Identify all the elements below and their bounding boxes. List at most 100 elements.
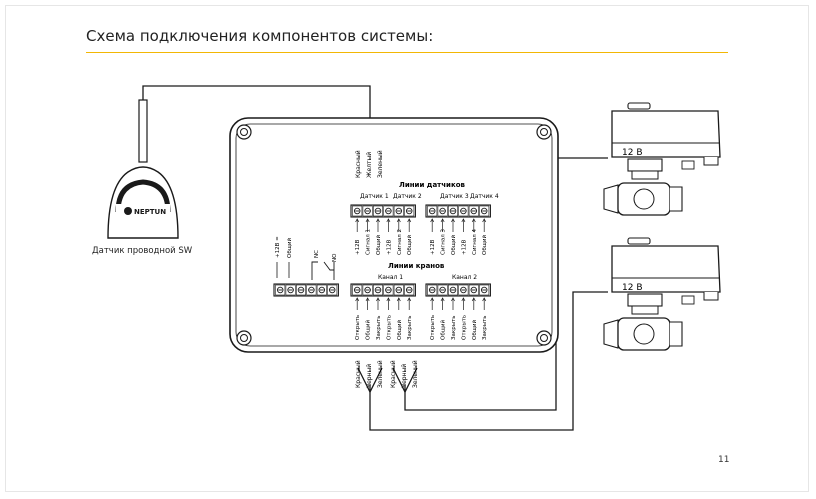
valve-cable-2	[404, 157, 608, 411]
sensor-term-labels-item: +12В	[430, 239, 436, 255]
sensor-wire-yellow: Желтый	[366, 152, 373, 178]
valve-actuator-1: 12 В	[603, 102, 721, 216]
sensor-terminal-screw	[427, 205, 438, 217]
valve-terminal-screw	[427, 284, 438, 296]
sensor-term-labels-item: +12В	[355, 239, 361, 255]
sensor-group-3: Датчик 3	[440, 193, 469, 200]
valve-term-labels-item: Открыть	[355, 315, 361, 340]
valve-fan-2	[392, 367, 418, 394]
valve-terminal-screw	[458, 284, 469, 296]
power-terminal-screw	[306, 284, 317, 296]
power-common: Общий	[286, 238, 293, 258]
valve-wire-labels: Красный Черный Зеленый Красный Черный Зе…	[355, 360, 419, 388]
valve-voltage-label: 12 В	[622, 148, 643, 158]
relay-symbol: NC NO	[311, 250, 338, 280]
sensor-terminal-screw	[404, 205, 415, 217]
valve-wire-4: Красный	[390, 360, 397, 388]
valve-term-labels-item: Открыть	[386, 315, 392, 340]
valve-terminal-screw	[372, 284, 383, 296]
sensor-lines-title: Линии датчиков	[399, 181, 466, 189]
page-title: Схема подключения компонентов системы:	[86, 27, 434, 45]
sensor-terminal-screw	[383, 205, 394, 217]
sensor-term-labels-item: +12В	[386, 239, 392, 255]
power-terminal-screw	[295, 284, 306, 296]
sensor-wire-labels: Красный Желтый Зеленый	[355, 150, 384, 178]
valve-terminal-screw	[393, 284, 404, 296]
sensor-terminal-screw	[372, 205, 383, 217]
sensor-term-labels-item: Сигнал 2	[397, 229, 403, 255]
power-terminal-screw	[285, 284, 296, 296]
valve-fan-1	[357, 367, 383, 394]
sensor-term-labels-item: Общий	[481, 235, 488, 255]
sensor-terminal-screw	[479, 205, 490, 217]
relay-nc: NC	[314, 250, 320, 258]
sensor-terminal-screw	[393, 205, 404, 217]
page-border	[5, 5, 809, 492]
sensor-term-labels-item: Общий	[375, 235, 382, 255]
sensor-brand: NEPTUN	[134, 208, 166, 216]
sensor-terminal-screw	[362, 205, 373, 217]
valve-term-labels-item: Открыть	[430, 315, 436, 340]
valve-terminal-screw	[362, 284, 373, 296]
valve-terminal-labels: Открыть Общий Закрыть Открыть Общий Закрыть От…	[355, 297, 488, 341]
valve-wire-5: Черный	[401, 364, 408, 388]
sensor-terminal-screw	[447, 205, 458, 217]
valve-wire-6: Зеленый	[412, 360, 419, 388]
sensor-wire-red: Красный	[355, 150, 362, 178]
valve-terminal-screw	[352, 284, 363, 296]
valve-actuator-2: 12 В	[603, 237, 721, 351]
sensor-term-labels-item: Сигнал 1	[366, 229, 372, 255]
power-labels: +12В = Общий	[275, 236, 293, 278]
valve-voltage-label: 12 В	[622, 283, 643, 293]
sensor-term-labels-item: Сигнал 3	[441, 228, 447, 255]
relay-no: NO	[332, 253, 338, 262]
mount-screw-br	[536, 330, 552, 346]
valve-wire-2: Черный	[366, 364, 373, 388]
sensor-term-labels-item: Сигнал 4	[472, 228, 478, 255]
valve-term-labels-item: Общий	[365, 320, 372, 340]
sensor-terminal-screw	[468, 205, 479, 217]
valve-term-labels-item: Общий	[440, 320, 447, 340]
valve-term-labels-item: Закрыть	[407, 316, 413, 341]
title-underline	[86, 52, 728, 53]
mount-screw-tl	[236, 124, 252, 140]
sensor-caption: Датчик проводной SW	[92, 246, 193, 256]
sensor-terminal-screw	[352, 205, 363, 217]
sensor-term-labels-item: +12В	[461, 239, 467, 255]
power-terminal-screw	[275, 284, 286, 296]
sensor-group-2: Датчик 2	[393, 193, 422, 200]
valve-group-1: Канал 1	[378, 274, 403, 281]
sensor-group-4: Датчик 4	[470, 193, 499, 200]
valve-terminal-screw	[404, 284, 415, 296]
mount-screw-bl	[236, 330, 252, 346]
valve-wire-3: Зеленый	[377, 360, 384, 388]
valve-terminal-strip-1	[350, 283, 416, 297]
neptun-logo-icon	[124, 207, 132, 215]
sensor-term-labels-item: Общий	[406, 235, 413, 255]
sensor-terminal-strip-1	[350, 204, 416, 218]
valve-terminal-screw	[479, 284, 490, 296]
valve-terminal-screw	[447, 284, 458, 296]
sensor-terminal-screw	[458, 205, 469, 217]
valve-lines-title: Линии кранов	[388, 262, 445, 270]
valve-group-labels: Канал 1 Канал 2	[378, 274, 477, 281]
power-plus-12v: +12В =	[275, 236, 281, 258]
power-terminal-strip	[273, 283, 339, 297]
wire-sensor: NEPTUN Датчик проводной SW	[92, 99, 193, 256]
valve-term-labels-item: Открыть	[461, 315, 467, 340]
sensor-wire-green: Зеленый	[377, 150, 384, 178]
sensor-group-1: Датчик 1	[360, 193, 389, 200]
valve-terminal-screw	[383, 284, 394, 296]
controller-box	[229, 117, 559, 353]
valve-term-labels-item: Закрыть	[451, 316, 457, 341]
sensor-terminal-screw	[437, 205, 448, 217]
mount-screw-tr	[536, 124, 552, 140]
valve-cable-1	[369, 291, 608, 431]
sensor-cable	[142, 85, 371, 140]
valve-term-labels-item: Общий	[471, 320, 478, 340]
valve-wire-1: Красный	[355, 360, 362, 388]
valve-terminal-screw	[437, 284, 448, 296]
valve-terminal-strip-2	[425, 283, 491, 297]
